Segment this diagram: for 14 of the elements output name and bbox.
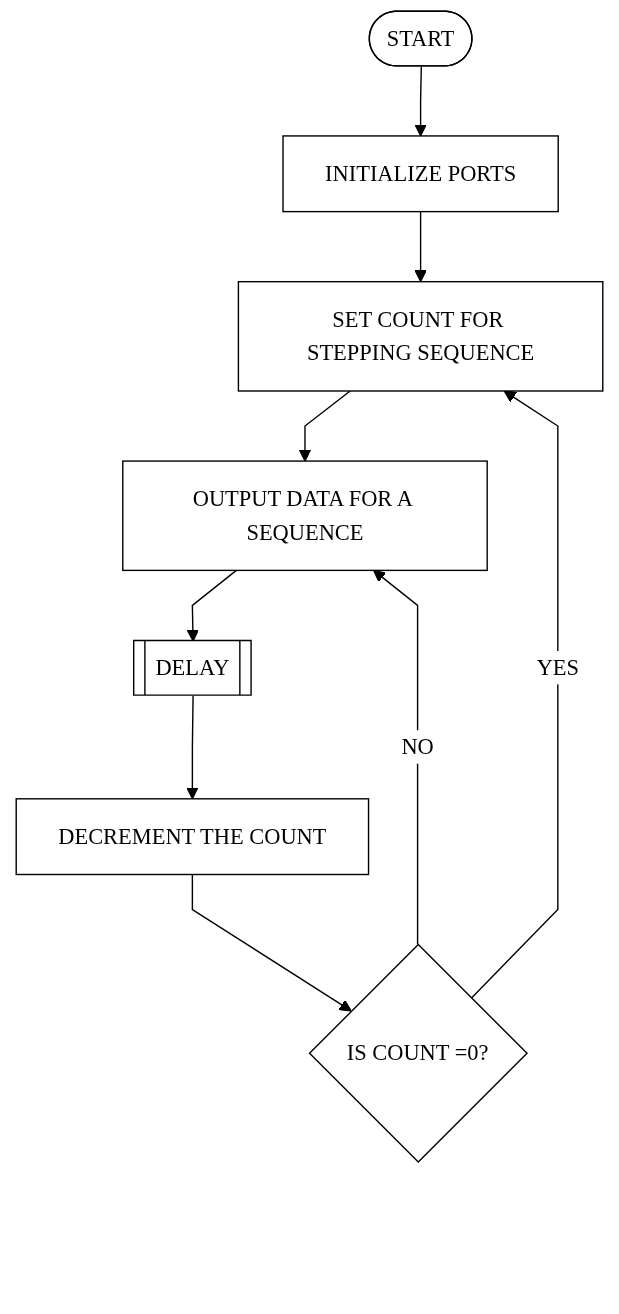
- node-box: DECREMENT THE COUNT: [15, 798, 370, 876]
- arrow: [191, 873, 352, 1012]
- arrow: [470, 390, 559, 999]
- edge-label: YES: [536, 655, 579, 679]
- arrow: [414, 210, 427, 283]
- arrow: [373, 569, 419, 946]
- edge-label: NO: [401, 734, 434, 759]
- node-box: OUTPUT DATA FOR A SEQUENCE: [122, 460, 488, 572]
- arrow: [414, 65, 427, 137]
- node-box: SET COUNT FOR STEPPING SEQUENCE: [237, 281, 604, 392]
- node-diamond: IS COUNT =0?: [308, 943, 528, 1163]
- arrow: [298, 390, 351, 462]
- node-box: INITIALIZE PORTS: [282, 135, 559, 213]
- arrow: [186, 695, 199, 800]
